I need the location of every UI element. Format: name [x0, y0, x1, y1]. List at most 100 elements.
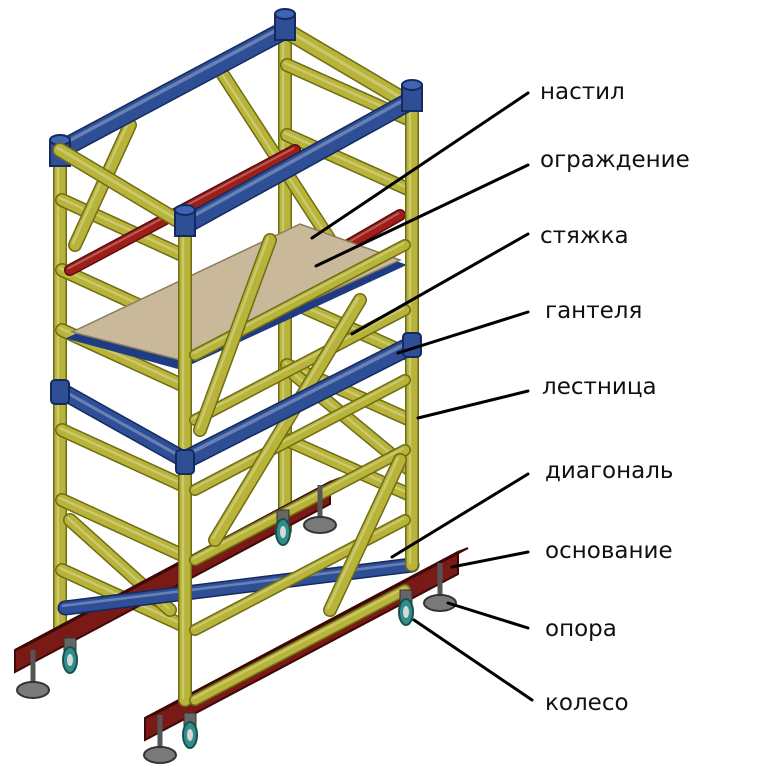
label-diagonal: диагональ [545, 458, 674, 484]
leader-line-tie [350, 232, 530, 336]
top-guardrail-front [175, 90, 422, 235]
left-rung-4-body [56, 424, 188, 491]
callout-guard: ограждение [314, 147, 690, 268]
callout-support: опора [446, 601, 617, 642]
support-front [143, 715, 177, 764]
left-rung-1 [55, 193, 189, 262]
wheels-and-supports [16, 485, 457, 764]
top-guardrail-back [50, 20, 295, 160]
top-rung-right-highlight [280, 25, 412, 105]
mid-rail-front-body [177, 337, 420, 468]
callout-diagonal: диагональ [390, 458, 674, 559]
leader-line-dumbbell [396, 310, 530, 355]
label-deck: настил [540, 79, 625, 105]
mid-rail-front [175, 335, 422, 470]
label-tie: стяжка [540, 223, 629, 249]
left-rung-5-highlight [58, 496, 182, 555]
callout-deck: настил [310, 79, 625, 240]
support-front-pad [143, 746, 177, 764]
collar-left [50, 379, 70, 405]
wheel-left-back [275, 509, 291, 546]
front-frame-group [50, 79, 423, 707]
ladder-rung-3-body [190, 375, 410, 495]
wheel-right [398, 589, 414, 626]
leader-line-wheel [412, 618, 534, 702]
post-cap-back-right-top [274, 8, 296, 20]
ladder-rung-3-highlight [192, 377, 405, 490]
back-rung-2 [280, 128, 417, 197]
left-rung-5-body [56, 494, 188, 561]
label-wheel: колесо [545, 690, 629, 716]
wheel-left-front [62, 637, 78, 674]
support-left-back-pad [303, 516, 337, 534]
collar-left-body [50, 379, 70, 405]
ladder-rung-4-body [190, 445, 410, 565]
collar-front-right-body [402, 332, 422, 358]
label-base: основание [545, 538, 673, 564]
collar-front-left [175, 449, 195, 475]
collar-front-left-body [175, 449, 195, 475]
ladder-stringer-body [209, 294, 366, 546]
mid-rail-front-highlight [180, 340, 411, 459]
label-dumbbell: гантеля [545, 298, 642, 324]
back-rung-4-highlight [283, 361, 410, 420]
wheel-left-front-hub [67, 654, 73, 666]
support-left-front [16, 650, 50, 699]
leader-line-support [446, 601, 530, 630]
left-rung-5 [55, 493, 189, 562]
leader-line-ladder [416, 389, 530, 420]
top-guardrail-front-body [177, 92, 420, 233]
post-cap-back-right [274, 8, 296, 41]
leader-line-guard [314, 163, 530, 268]
support-right-pad [423, 594, 457, 612]
support-right [423, 563, 457, 612]
top-guardrail-front-highlight [180, 95, 411, 224]
support-left-front-pad [16, 681, 50, 699]
ladder-rung-3 [189, 374, 411, 496]
post-cap-front-left [174, 204, 196, 237]
left-rung-4 [55, 423, 189, 492]
top-guardrail-back-highlight [55, 25, 284, 149]
back-rung-2-highlight [283, 131, 410, 190]
label-ladder: лестница [542, 374, 657, 400]
wheel-front [182, 712, 198, 749]
callout-wheel: колесо [412, 618, 629, 716]
leader-line-base [450, 550, 530, 569]
front-diagonal-bottom-highlight [326, 456, 400, 610]
leader-line-deck [310, 91, 530, 240]
wheel-left-back-hub [280, 526, 286, 538]
callout-base: основание [450, 538, 673, 569]
front-diagonal-top-highlight [196, 236, 270, 430]
ladder-rung-2-highlight [192, 307, 405, 420]
scaffold-illustration [14, 8, 469, 764]
front-diagonal-bottom-body [324, 454, 406, 616]
mid-rail-left [51, 381, 194, 469]
post-cap-front-right-top [401, 79, 423, 91]
front-diagonal-bottom [323, 453, 407, 617]
back-diagonal-top-highlight [216, 66, 330, 240]
ladder-rung-2-body [190, 305, 410, 425]
deck-surface [69, 223, 402, 361]
post-cap-front-right [401, 79, 423, 112]
mid-rail-left-body [53, 383, 192, 467]
ladder-rung-4 [189, 444, 411, 566]
front-right-post [405, 88, 419, 572]
back-rung-2-body [281, 129, 416, 196]
top-guardrail-back-body [52, 22, 293, 158]
ladder-rung-4-highlight [192, 447, 405, 560]
ladder-rung-6 [189, 584, 411, 706]
callout-ladder: лестница [416, 374, 657, 420]
top-rung-left-body [54, 144, 191, 231]
top-rung-left [52, 142, 193, 233]
left-rung-1-body [56, 194, 188, 261]
wheel-right-hub [403, 606, 409, 618]
left-rung-1-highlight [58, 196, 182, 255]
collar-front-right [402, 332, 422, 358]
front-diagonal-top [193, 233, 277, 437]
ladder-rung-6-body [190, 585, 410, 705]
label-guard: ограждение [540, 147, 690, 173]
support-left-back [303, 485, 337, 534]
top-rung-right [276, 21, 421, 114]
label-support: опора [545, 616, 617, 642]
